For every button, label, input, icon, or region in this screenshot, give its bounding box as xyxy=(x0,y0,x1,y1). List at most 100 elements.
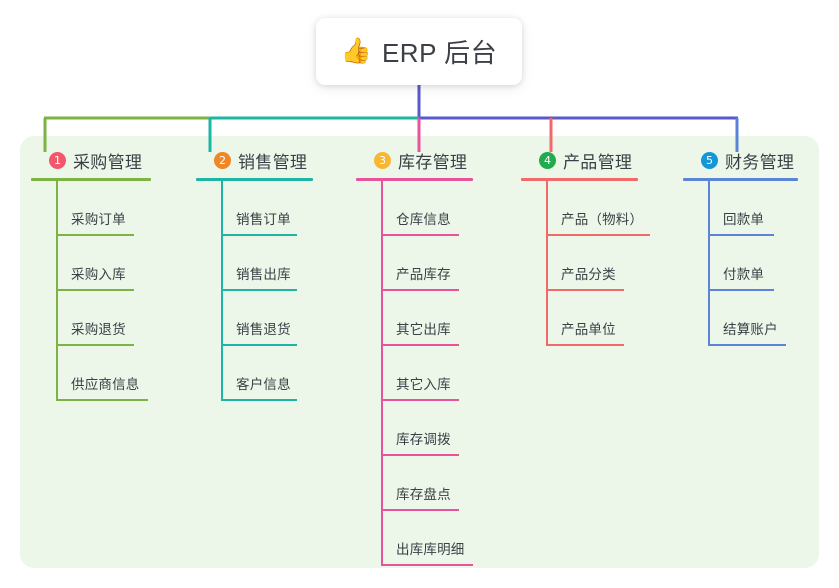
menu-item-rule xyxy=(381,399,459,401)
menu-item-label: 产品（物料） xyxy=(561,212,644,227)
root-node-content: 👍 ERP 后台 xyxy=(341,33,497,70)
menu-item[interactable]: 仓库信息 xyxy=(356,181,473,236)
menu-item[interactable]: 付款单 xyxy=(683,236,798,291)
menu-item-label: 结算账户 xyxy=(723,322,778,337)
menu-item[interactable]: 采购入库 xyxy=(31,236,151,291)
menu-item-rule xyxy=(708,289,774,291)
menu-item[interactable]: 库存调拨 xyxy=(356,401,473,456)
column-badge-icon: 1 xyxy=(49,151,66,169)
column-2: 2 销售管理销售订单销售出库销售退货客户信息 xyxy=(196,148,313,401)
menu-item[interactable]: 其它出库 xyxy=(356,291,473,346)
column-header-5[interactable]: 5 财务管理 xyxy=(683,148,798,172)
menu-item[interactable]: 产品分类 xyxy=(521,236,638,291)
column-title: 财务管理 xyxy=(725,152,795,172)
column-items: 产品（物料） 产品分类产品单位 xyxy=(521,181,650,346)
column-1: 1 采购管理采购订单采购入库采购退货供应商信息 xyxy=(31,148,151,401)
menu-item[interactable]: 销售订单 xyxy=(196,181,313,236)
menu-item[interactable]: 结算账户 xyxy=(683,291,798,346)
column-trunk-line xyxy=(546,181,548,346)
column-badge-icon: 4 xyxy=(539,151,556,169)
column-5: 5 财务管理回款单付款单结算账户 xyxy=(683,148,798,346)
menu-item[interactable]: 出库库明细 xyxy=(356,511,473,566)
menu-item-label: 客户信息 xyxy=(236,377,291,392)
menu-item-label: 采购退货 xyxy=(71,322,126,337)
menu-item[interactable]: 采购订单 xyxy=(31,181,151,236)
menu-item-rule xyxy=(708,344,786,346)
column-trunk-line xyxy=(56,181,58,401)
menu-item-label: 销售订单 xyxy=(236,212,291,227)
menu-item-label: 供应商信息 xyxy=(71,377,140,392)
column-4: 4 产品管理产品（物料） 产品分类产品单位 xyxy=(521,148,650,346)
column-trunk-line xyxy=(708,181,710,346)
menu-item[interactable]: 客户信息 xyxy=(196,346,313,401)
column-badge-icon: 3 xyxy=(374,151,391,169)
menu-item-rule xyxy=(381,509,459,511)
menu-item-label: 销售出库 xyxy=(236,267,291,282)
menu-item[interactable]: 回款单 xyxy=(683,181,798,236)
menu-item-label: 出库库明细 xyxy=(396,542,465,557)
menu-item-rule xyxy=(221,234,297,236)
menu-item-label: 库存盘点 xyxy=(396,487,451,502)
menu-item[interactable]: 销售出库 xyxy=(196,236,313,291)
menu-item[interactable]: 供应商信息 xyxy=(31,346,151,401)
column-header-rule xyxy=(521,178,638,181)
column-header-4[interactable]: 4 产品管理 xyxy=(521,148,638,172)
menu-item-label: 回款单 xyxy=(723,212,765,227)
menu-item-rule xyxy=(546,234,650,236)
column-header-1[interactable]: 1 采购管理 xyxy=(31,148,151,172)
thumbs-up-icon: 👍 xyxy=(340,37,372,65)
menu-item-rule xyxy=(221,344,297,346)
menu-item-label: 库存调拨 xyxy=(396,432,451,447)
menu-item-label: 其它入库 xyxy=(396,377,451,392)
column-header-rule xyxy=(356,178,473,181)
column-header-2[interactable]: 2 销售管理 xyxy=(196,148,313,172)
column-title: 产品管理 xyxy=(563,152,633,172)
menu-item-rule xyxy=(56,289,134,291)
menu-item-label: 仓库信息 xyxy=(396,212,451,227)
menu-item-rule xyxy=(381,289,459,291)
column-title: 库存管理 xyxy=(398,152,468,172)
menu-item-rule xyxy=(546,344,624,346)
column-items: 销售订单销售出库销售退货客户信息 xyxy=(196,181,313,401)
menu-item-rule xyxy=(381,344,459,346)
menu-item-rule xyxy=(381,454,459,456)
column-title: 销售管理 xyxy=(238,152,308,172)
menu-item-rule xyxy=(56,234,134,236)
menu-item-label: 产品单位 xyxy=(561,322,616,337)
menu-item-label: 产品分类 xyxy=(561,267,616,282)
menu-item-label: 采购订单 xyxy=(71,212,126,227)
menu-item-rule xyxy=(221,289,297,291)
menu-item[interactable]: 产品（物料） xyxy=(521,181,650,236)
root-node[interactable]: 👍 ERP 后台 xyxy=(316,18,522,85)
column-items: 采购订单采购入库采购退货供应商信息 xyxy=(31,181,151,401)
root-title: ERP 后台 xyxy=(381,38,498,68)
menu-item-label: 其它出库 xyxy=(396,322,451,337)
menu-item-label: 采购入库 xyxy=(71,267,126,282)
column-header-rule xyxy=(196,178,313,181)
menu-item[interactable]: 产品单位 xyxy=(521,291,638,346)
diagram-background-panel xyxy=(20,136,819,568)
column-badge-icon: 2 xyxy=(214,151,231,169)
menu-item[interactable]: 其它入库 xyxy=(356,346,473,401)
menu-item-label: 产品库存 xyxy=(396,267,451,282)
column-header-3[interactable]: 3 库存管理 xyxy=(356,148,473,172)
column-trunk-line xyxy=(221,181,223,401)
menu-item-rule xyxy=(221,399,297,401)
menu-item-rule xyxy=(546,289,624,291)
menu-item[interactable]: 产品库存 xyxy=(356,236,473,291)
menu-item-label: 销售退货 xyxy=(236,322,291,337)
column-items: 仓库信息产品库存其它出库其它入库库存调拨库存盘点出库库明细 xyxy=(356,181,473,566)
menu-item[interactable]: 销售退货 xyxy=(196,291,313,346)
column-title: 采购管理 xyxy=(73,152,143,172)
menu-item-label: 付款单 xyxy=(723,267,765,282)
column-header-rule xyxy=(31,178,151,181)
menu-item-rule xyxy=(708,234,774,236)
column-header-rule xyxy=(683,178,798,181)
column-items: 回款单付款单结算账户 xyxy=(683,181,798,346)
menu-item-rule xyxy=(381,564,473,566)
column-badge-icon: 5 xyxy=(701,151,718,169)
menu-item-rule xyxy=(381,234,459,236)
menu-item[interactable]: 库存盘点 xyxy=(356,456,473,511)
menu-item[interactable]: 采购退货 xyxy=(31,291,151,346)
menu-item-rule xyxy=(56,344,134,346)
